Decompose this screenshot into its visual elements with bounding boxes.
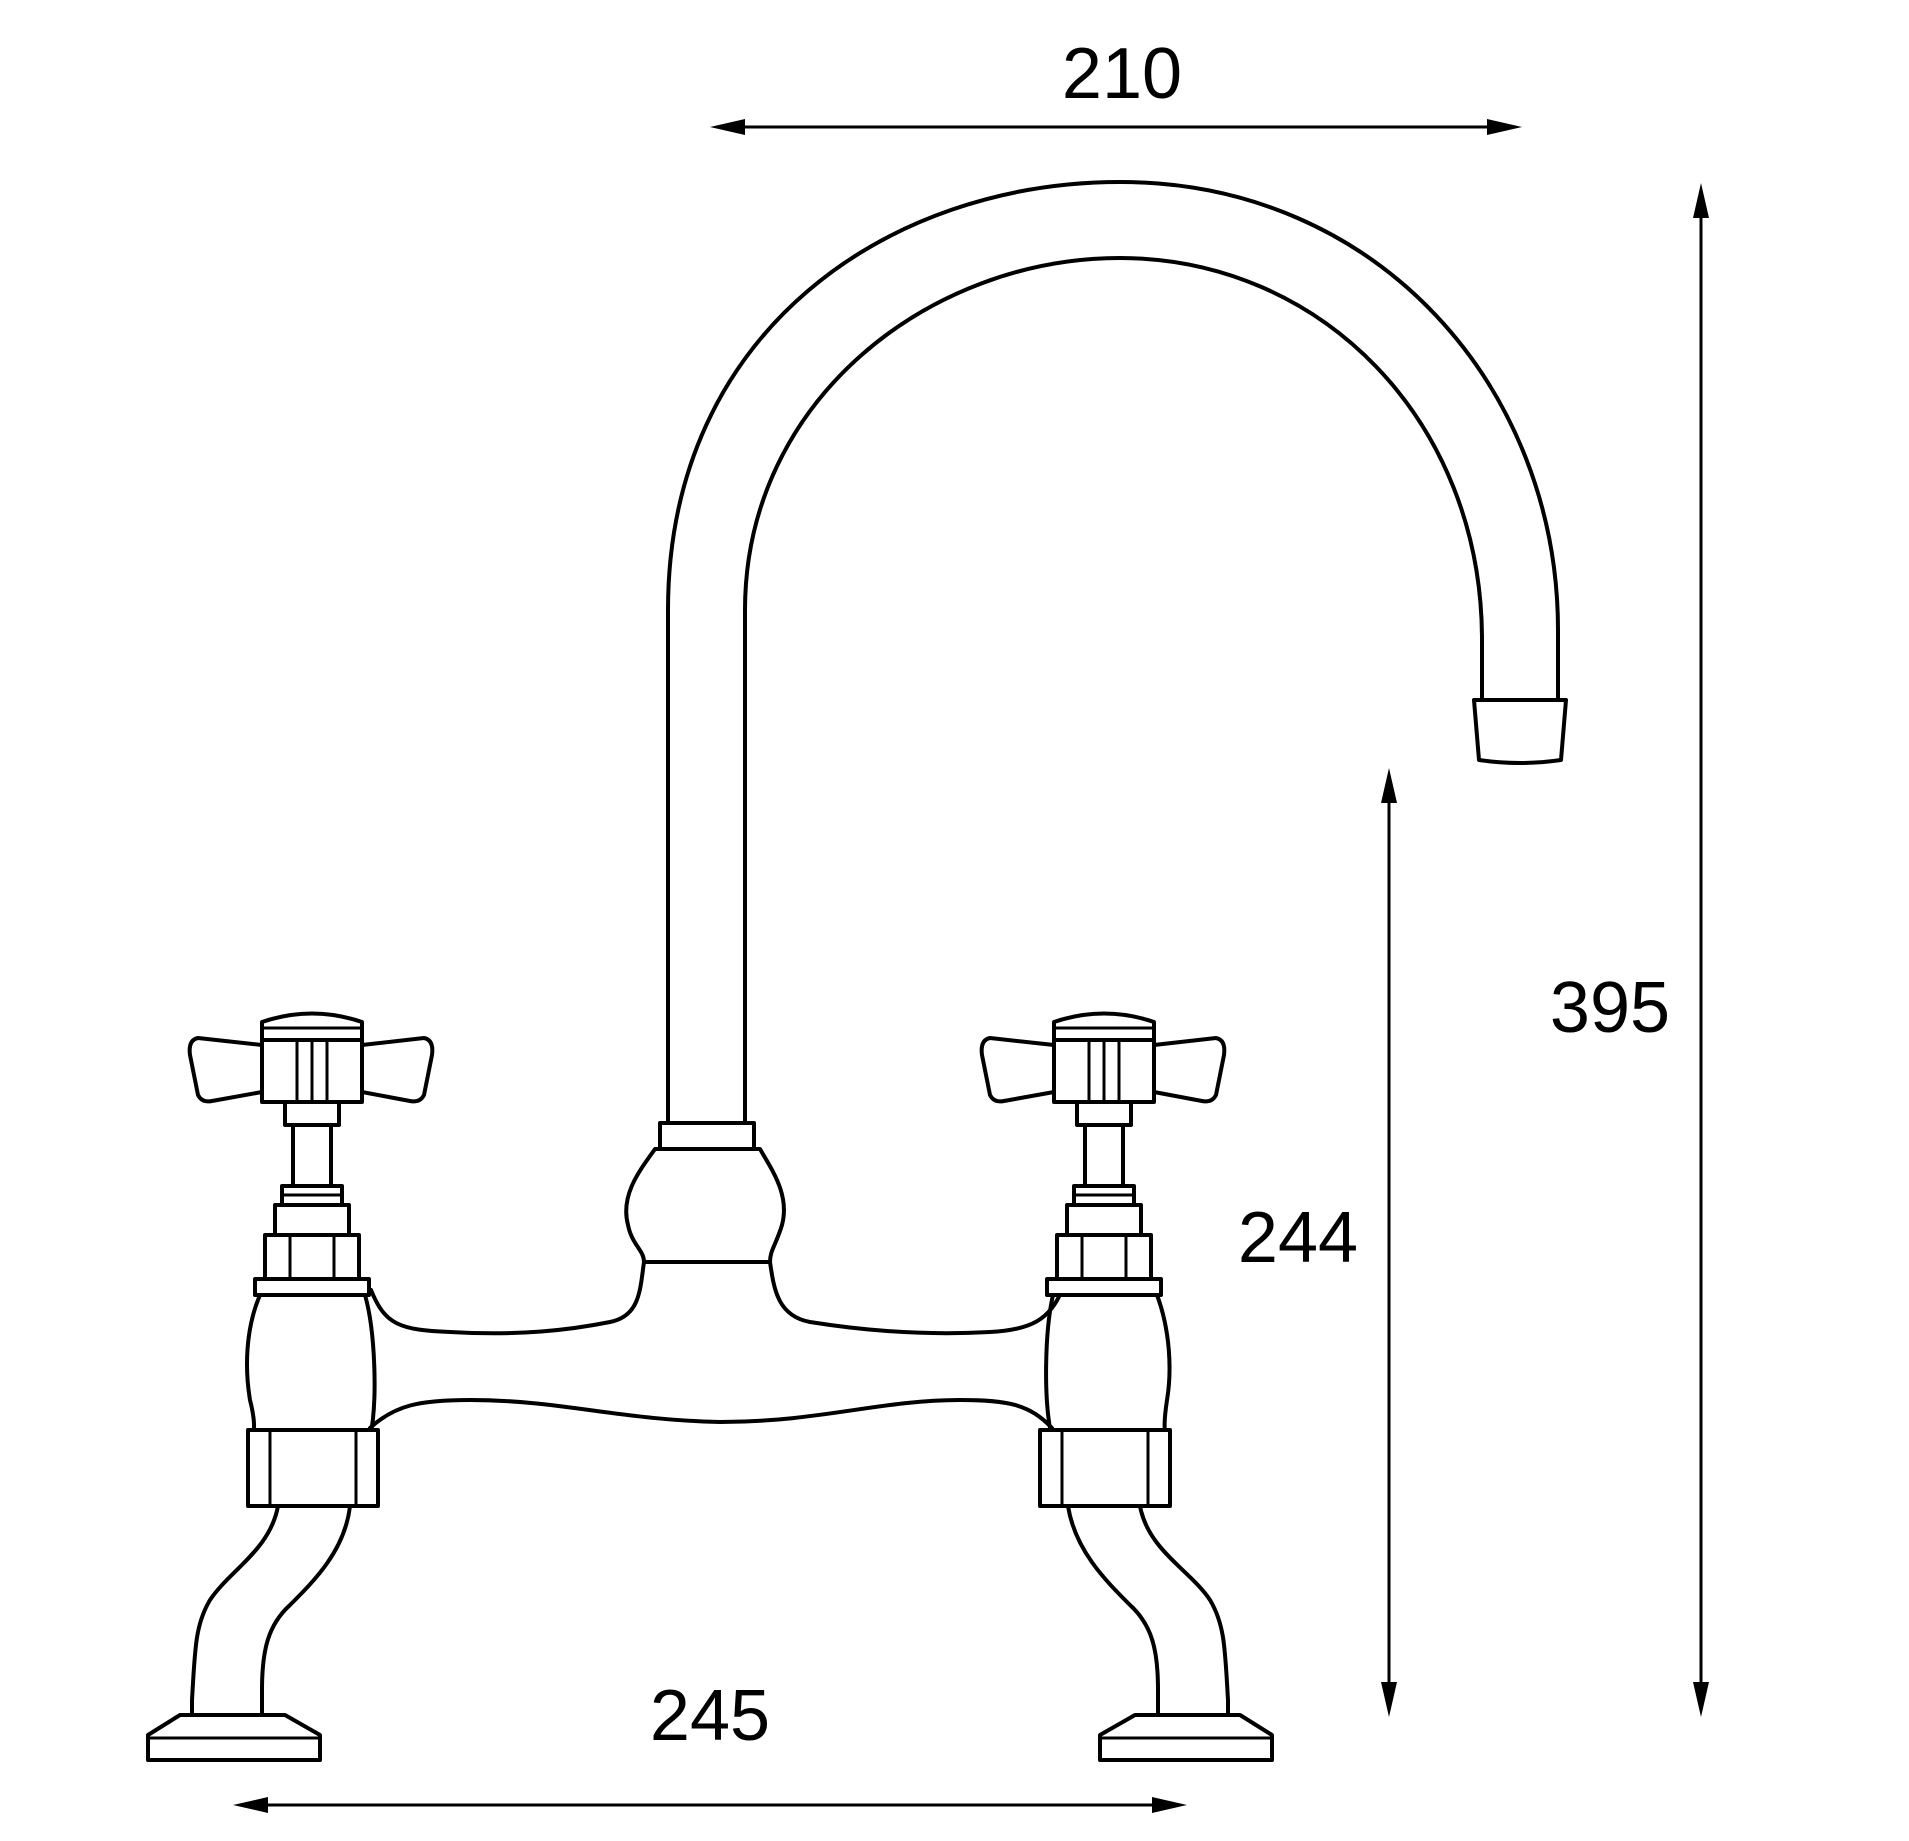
bridge-body bbox=[245, 1260, 1172, 1440]
dimension-spout-reach: 210 bbox=[710, 34, 1522, 135]
dimension-label-overall-height: 395 bbox=[1550, 968, 1670, 1048]
right-handle-arm-left bbox=[979, 1036, 1056, 1104]
spout-collar bbox=[624, 1121, 786, 1264]
dimension-label-spout-outlet-height: 244 bbox=[1238, 1198, 1358, 1278]
dimension-label-tap-centres: 245 bbox=[650, 1676, 770, 1756]
left-leg bbox=[146, 1428, 380, 1762]
dimension-tap-centres: 245 bbox=[233, 1676, 1187, 1813]
right-leg bbox=[1038, 1428, 1274, 1762]
dimension-label-spout-reach: 210 bbox=[1062, 34, 1182, 114]
swan-neck-spout bbox=[666, 180, 1568, 1125]
right-cross-head-valve bbox=[979, 1011, 1227, 1297]
spout-outlet bbox=[1472, 698, 1568, 765]
right-handle-arm-right bbox=[1152, 1036, 1227, 1104]
dimension-overall-height: 395 bbox=[1550, 183, 1709, 1717]
left-cross-head-valve bbox=[187, 1011, 435, 1297]
left-handle-arm-right bbox=[360, 1036, 435, 1104]
left-handle-arm-left bbox=[187, 1036, 264, 1104]
dimension-spout-outlet-height: 244 bbox=[1238, 768, 1397, 1717]
